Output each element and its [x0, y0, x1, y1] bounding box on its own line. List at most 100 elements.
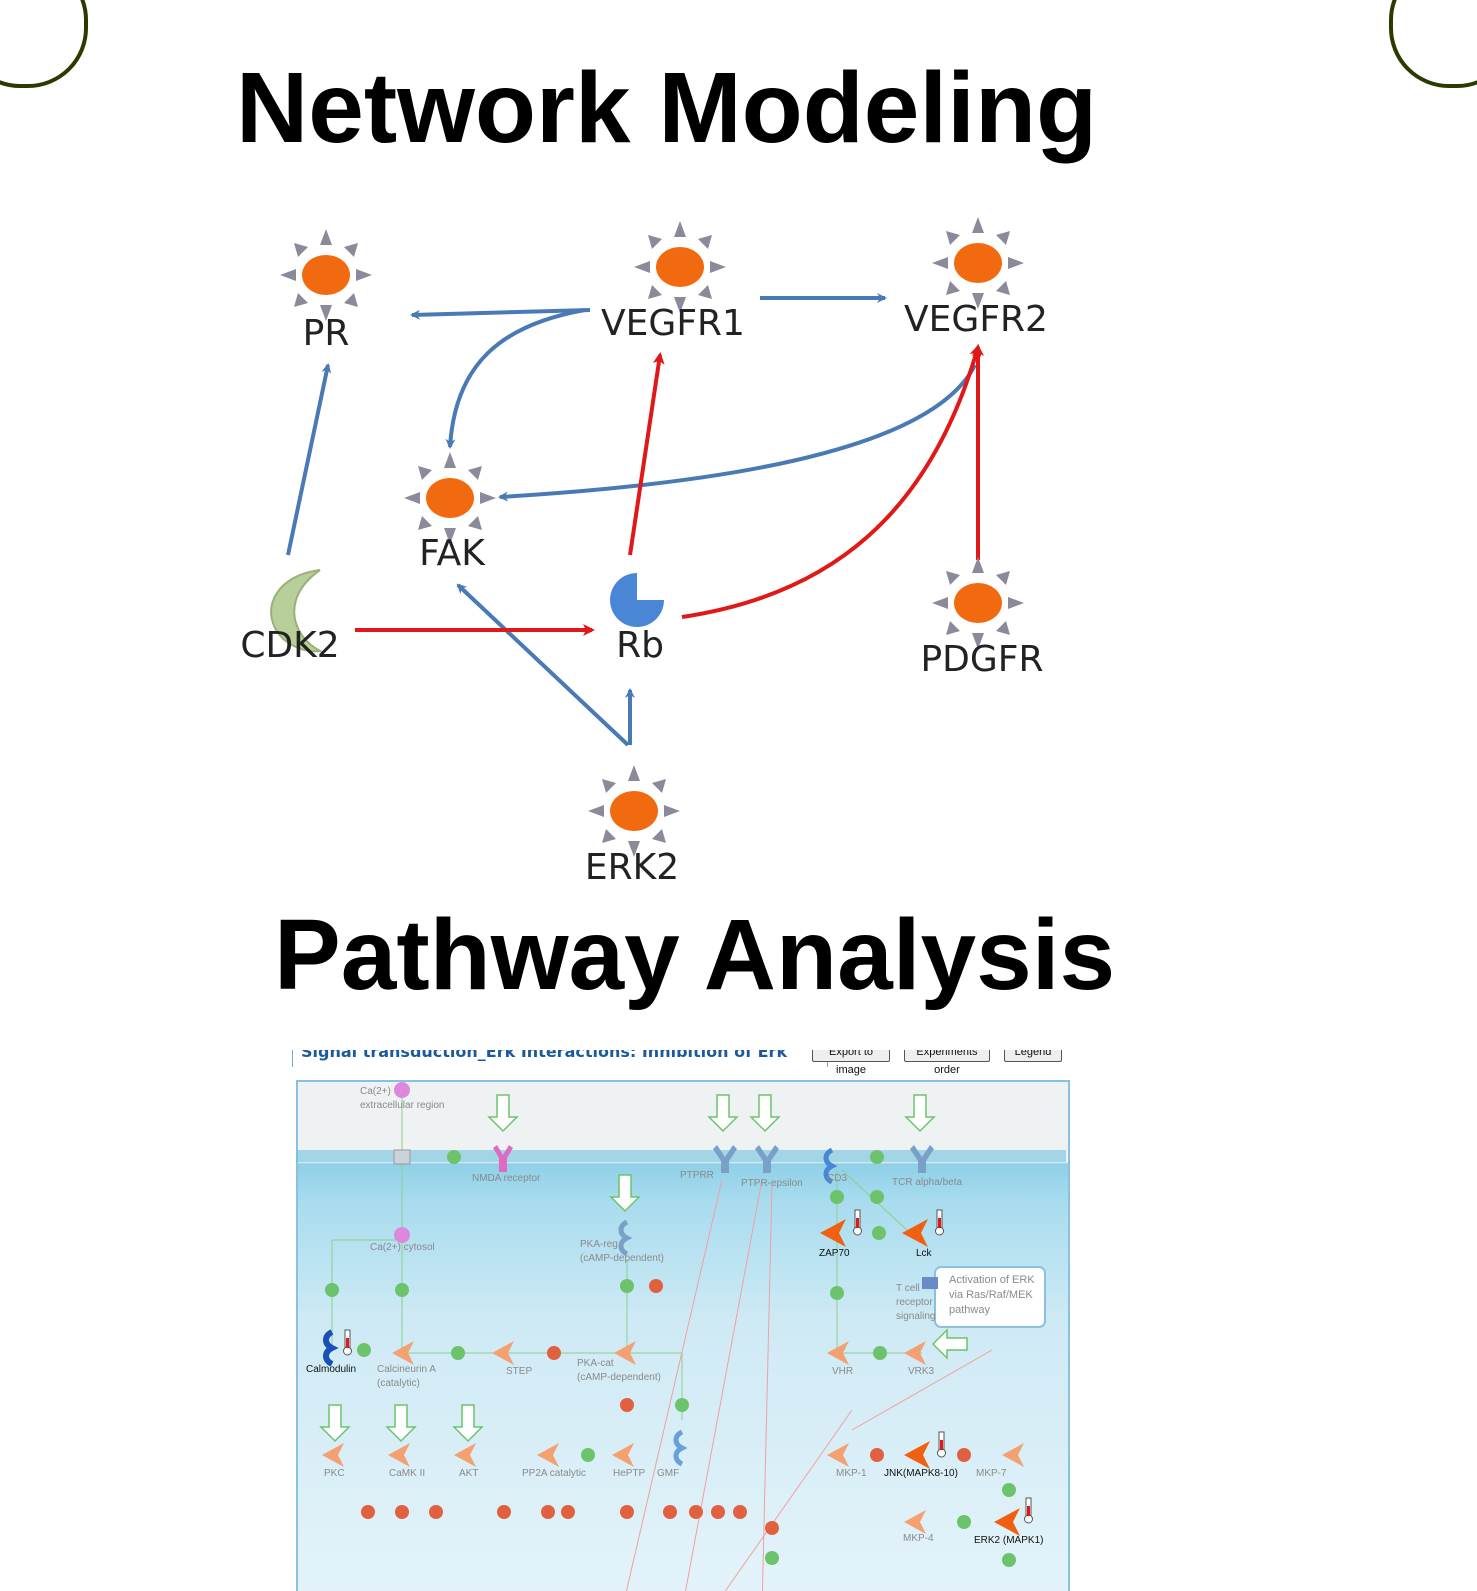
cd3-icon — [823, 1147, 838, 1185]
slide-frame-corner-right — [1389, 0, 1477, 88]
label-calcineurin2: (catalytic) — [377, 1378, 420, 1389]
edge-rb-vegfr1 — [628, 352, 665, 556]
label-mkp1: MKP-1 — [836, 1468, 867, 1479]
heptp-icon — [612, 1443, 634, 1467]
pka-cat-icon — [614, 1341, 636, 1365]
export-image-button[interactable]: Export to image — [812, 1050, 890, 1076]
receptor-sun-icon — [280, 229, 372, 321]
node-fak: FAK — [404, 452, 496, 574]
node-pr-label: PR — [303, 313, 350, 354]
label-cd3: CD3 — [827, 1173, 847, 1184]
calmodulin-icon — [323, 1329, 339, 1367]
input-arrow-icon — [487, 1094, 519, 1133]
mkp7-icon — [1002, 1443, 1024, 1467]
label-erk-box2: via Ras/Raf/MEK — [949, 1289, 1033, 1301]
vrk3-icon — [904, 1341, 926, 1365]
edge-vegfr1-fak — [445, 308, 586, 449]
label-calcineurin: Calcineurin A — [377, 1364, 436, 1375]
node-cdk2-label: CDK2 — [240, 625, 339, 666]
label-heptp: HePTP — [613, 1468, 646, 1479]
node-pr: PR — [280, 229, 372, 354]
ptpr-epsilon-receptor-icon — [755, 1145, 779, 1173]
label-pp2a: PP2A catalytic — [522, 1468, 586, 1479]
receptor-sun-icon — [588, 765, 680, 857]
node-pdgfr-label: PDGFR — [920, 639, 1043, 680]
receptor-sun-icon — [634, 221, 726, 313]
label-gmf: GMF — [657, 1468, 679, 1479]
label-erk2-mapk1: ERK2 (MAPK1) — [974, 1535, 1043, 1546]
input-arrow-icon — [749, 1094, 781, 1133]
vhr-icon — [827, 1341, 849, 1365]
label-ca-cyt: Ca(2+) cytosol — [370, 1242, 435, 1253]
legend-button[interactable]: Legend — [1004, 1050, 1062, 1062]
calcineurin-icon — [392, 1341, 414, 1365]
network-diagram: PR VEGFR1 VEGFR2 FAK CDK2 Rb PDGFR ERK2 — [240, 217, 1048, 888]
label-calmodulin: Calmodulin — [306, 1364, 356, 1375]
label-ca-ext: Ca(2+) — [360, 1086, 391, 1097]
label-tcell2: receptor — [896, 1297, 933, 1308]
label-pka-cat2: (cAMP-dependent) — [577, 1372, 661, 1383]
input-arrow-icon — [904, 1094, 936, 1133]
label-ptprr: PTPRR — [680, 1170, 714, 1181]
pathway-analysis-title: Pathway Analysis — [274, 899, 1116, 1011]
lck-icon — [902, 1219, 928, 1247]
label-erk-box3: pathway — [949, 1304, 990, 1316]
pka-reg-icon — [618, 1219, 633, 1257]
receptor-sun-icon — [932, 217, 1024, 309]
jnk-icon — [904, 1441, 930, 1469]
edge-rb-vegfr2 — [681, 344, 982, 619]
receptor-sun-icon — [404, 452, 496, 544]
label-camk: CaMK II — [389, 1468, 425, 1479]
label-vrk3: VRK3 — [908, 1366, 935, 1377]
label-ptpr-eps: PTPR-epsilon — [741, 1178, 803, 1189]
label-lck: Lck — [916, 1248, 933, 1259]
label-pka-cat: PKA-cat — [577, 1358, 614, 1369]
rb-pie-icon — [610, 573, 664, 627]
ptprr-receptor-icon — [713, 1145, 737, 1173]
label-nmda: NMDA receptor — [472, 1173, 541, 1184]
erk-activation-box[interactable] — [934, 1266, 1046, 1328]
label-step: STEP — [506, 1366, 532, 1377]
cdk2-crescent-icon — [270, 569, 324, 653]
label-ca-ext2: extracellular region — [360, 1100, 445, 1111]
label-pka-reg: PKA-reg — [580, 1239, 618, 1250]
label-akt: AKT — [459, 1468, 478, 1479]
node-vegfr2-label: VEGFR2 — [904, 299, 1048, 340]
input-arrow-icon — [385, 1404, 417, 1443]
network-modeling-title: Network Modeling — [236, 52, 1098, 164]
node-fak-label: FAK — [419, 533, 486, 574]
calcium-ext-icon — [394, 1082, 410, 1098]
label-pka-reg2: (cAMP-dependent) — [580, 1253, 664, 1264]
nmda-receptor-icon — [493, 1145, 513, 1172]
gmf-icon — [673, 1429, 688, 1467]
label-pkc: PKC — [324, 1468, 345, 1479]
node-pdgfr: PDGFR — [920, 557, 1044, 680]
node-erk2: ERK2 — [585, 765, 680, 888]
label-zap70: ZAP70 — [819, 1248, 850, 1259]
label-tcell3: signaling — [896, 1311, 935, 1322]
node-rb: Rb — [610, 573, 664, 666]
tcr-receptor-icon — [910, 1145, 934, 1173]
erk2-mapk1-icon — [994, 1508, 1020, 1536]
slide-frame-corner — [0, 0, 88, 88]
mkp4-icon — [904, 1510, 926, 1534]
experiments-order-button[interactable]: Experiments order — [904, 1050, 990, 1076]
akt-icon — [454, 1443, 476, 1467]
mkp1-icon — [827, 1443, 849, 1467]
node-rb-label: Rb — [616, 625, 664, 666]
input-arrow-icon — [609, 1174, 641, 1213]
node-cdk2: CDK2 — [240, 569, 340, 666]
pathway-map: Ca(2+) extracellular region NMDA recepto… — [296, 1082, 1066, 1591]
pathway-map-panel: Signal transduction_Erk Interactions: In… — [292, 1050, 1074, 1591]
calcium-cyt-icon — [394, 1227, 410, 1243]
edge-erk2-fak — [456, 583, 630, 747]
label-tcr: TCR alpha/beta — [892, 1177, 962, 1188]
camk-icon — [388, 1443, 410, 1467]
node-erk2-label: ERK2 — [585, 847, 679, 888]
pkc-icon — [322, 1443, 344, 1467]
label-tcell1: T cell — [896, 1283, 920, 1294]
edge-vegfr1-pr — [410, 308, 591, 320]
edge-vegfr2-fak — [498, 364, 977, 502]
label-mkp7: MKP-7 — [976, 1468, 1007, 1479]
node-vegfr1: VEGFR1 — [601, 221, 745, 344]
